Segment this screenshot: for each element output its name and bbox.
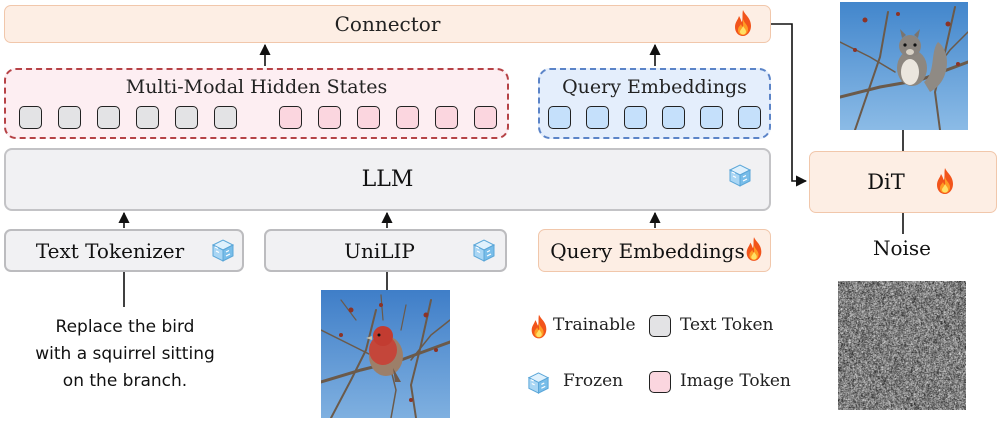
text-token <box>19 106 42 129</box>
unilip-label: UniLIP <box>344 238 415 263</box>
ice-cube-icon <box>727 162 753 188</box>
text-token <box>136 106 159 129</box>
flame-icon <box>743 236 765 262</box>
legend-text-token-label: Text Token <box>680 315 774 335</box>
query-token <box>700 106 723 129</box>
flame-icon <box>933 167 957 195</box>
image-token <box>396 106 419 129</box>
text-token <box>97 106 120 129</box>
text-tokenizer-label: Text Tokenizer <box>35 238 185 263</box>
query-embeddings-title: Query Embeddings <box>562 76 747 98</box>
legend-image-token-label: Image Token <box>680 371 791 391</box>
flame-icon <box>731 9 755 37</box>
instruction-line: Replace the bird <box>55 317 195 337</box>
query-token <box>586 106 609 129</box>
edit-instruction: Replace the bird with a squirrel sitting… <box>14 314 236 395</box>
image-token <box>474 106 497 129</box>
output-image-squirrel <box>840 2 968 130</box>
query-embeddings-group: Query Embeddings <box>538 68 771 139</box>
hidden-states-title: Multi-Modal Hidden States <box>125 76 388 98</box>
legend-image-token-swatch <box>649 371 671 393</box>
noise-image <box>838 281 966 410</box>
noise-label: Noise <box>872 236 932 260</box>
text-tokenizer-box: Text Tokenizer <box>4 229 244 272</box>
image-token <box>357 106 380 129</box>
query-token <box>624 106 647 129</box>
input-image-bird <box>321 290 450 418</box>
image-token <box>435 106 458 129</box>
flame-icon <box>528 313 550 340</box>
query-token <box>662 106 685 129</box>
text-token <box>175 106 198 129</box>
legend-frozen-label: Frozen <box>563 371 624 391</box>
instruction-line: with a squirrel sitting <box>35 344 215 364</box>
connector-box: Connector <box>4 5 771 43</box>
llm-box: LLM <box>4 148 771 211</box>
query-token <box>738 106 761 129</box>
legend-text-token-swatch <box>649 315 671 337</box>
text-token <box>58 106 81 129</box>
ice-cube-icon <box>526 370 551 395</box>
dit-label: DiT <box>867 170 905 194</box>
query-embeddings-label: Query Embeddings <box>550 238 745 263</box>
query-token <box>548 106 571 129</box>
image-token <box>279 106 302 129</box>
image-token <box>318 106 341 129</box>
ice-cube-icon <box>210 237 236 263</box>
connector-label: Connector <box>334 12 441 36</box>
unilip-box: UniLIP <box>264 229 507 272</box>
ice-cube-icon <box>471 237 497 263</box>
legend-trainable-label: Trainable <box>553 315 636 335</box>
arrow-connector-to-dit <box>771 23 808 187</box>
llm-label: LLM <box>361 167 414 192</box>
hidden-states-group: Multi-Modal Hidden States <box>4 68 509 139</box>
query-embeddings-box: Query Embeddings <box>538 229 771 272</box>
dit-box: DiT <box>809 151 997 213</box>
instruction-line: on the branch. <box>62 371 188 391</box>
text-token <box>214 106 237 129</box>
